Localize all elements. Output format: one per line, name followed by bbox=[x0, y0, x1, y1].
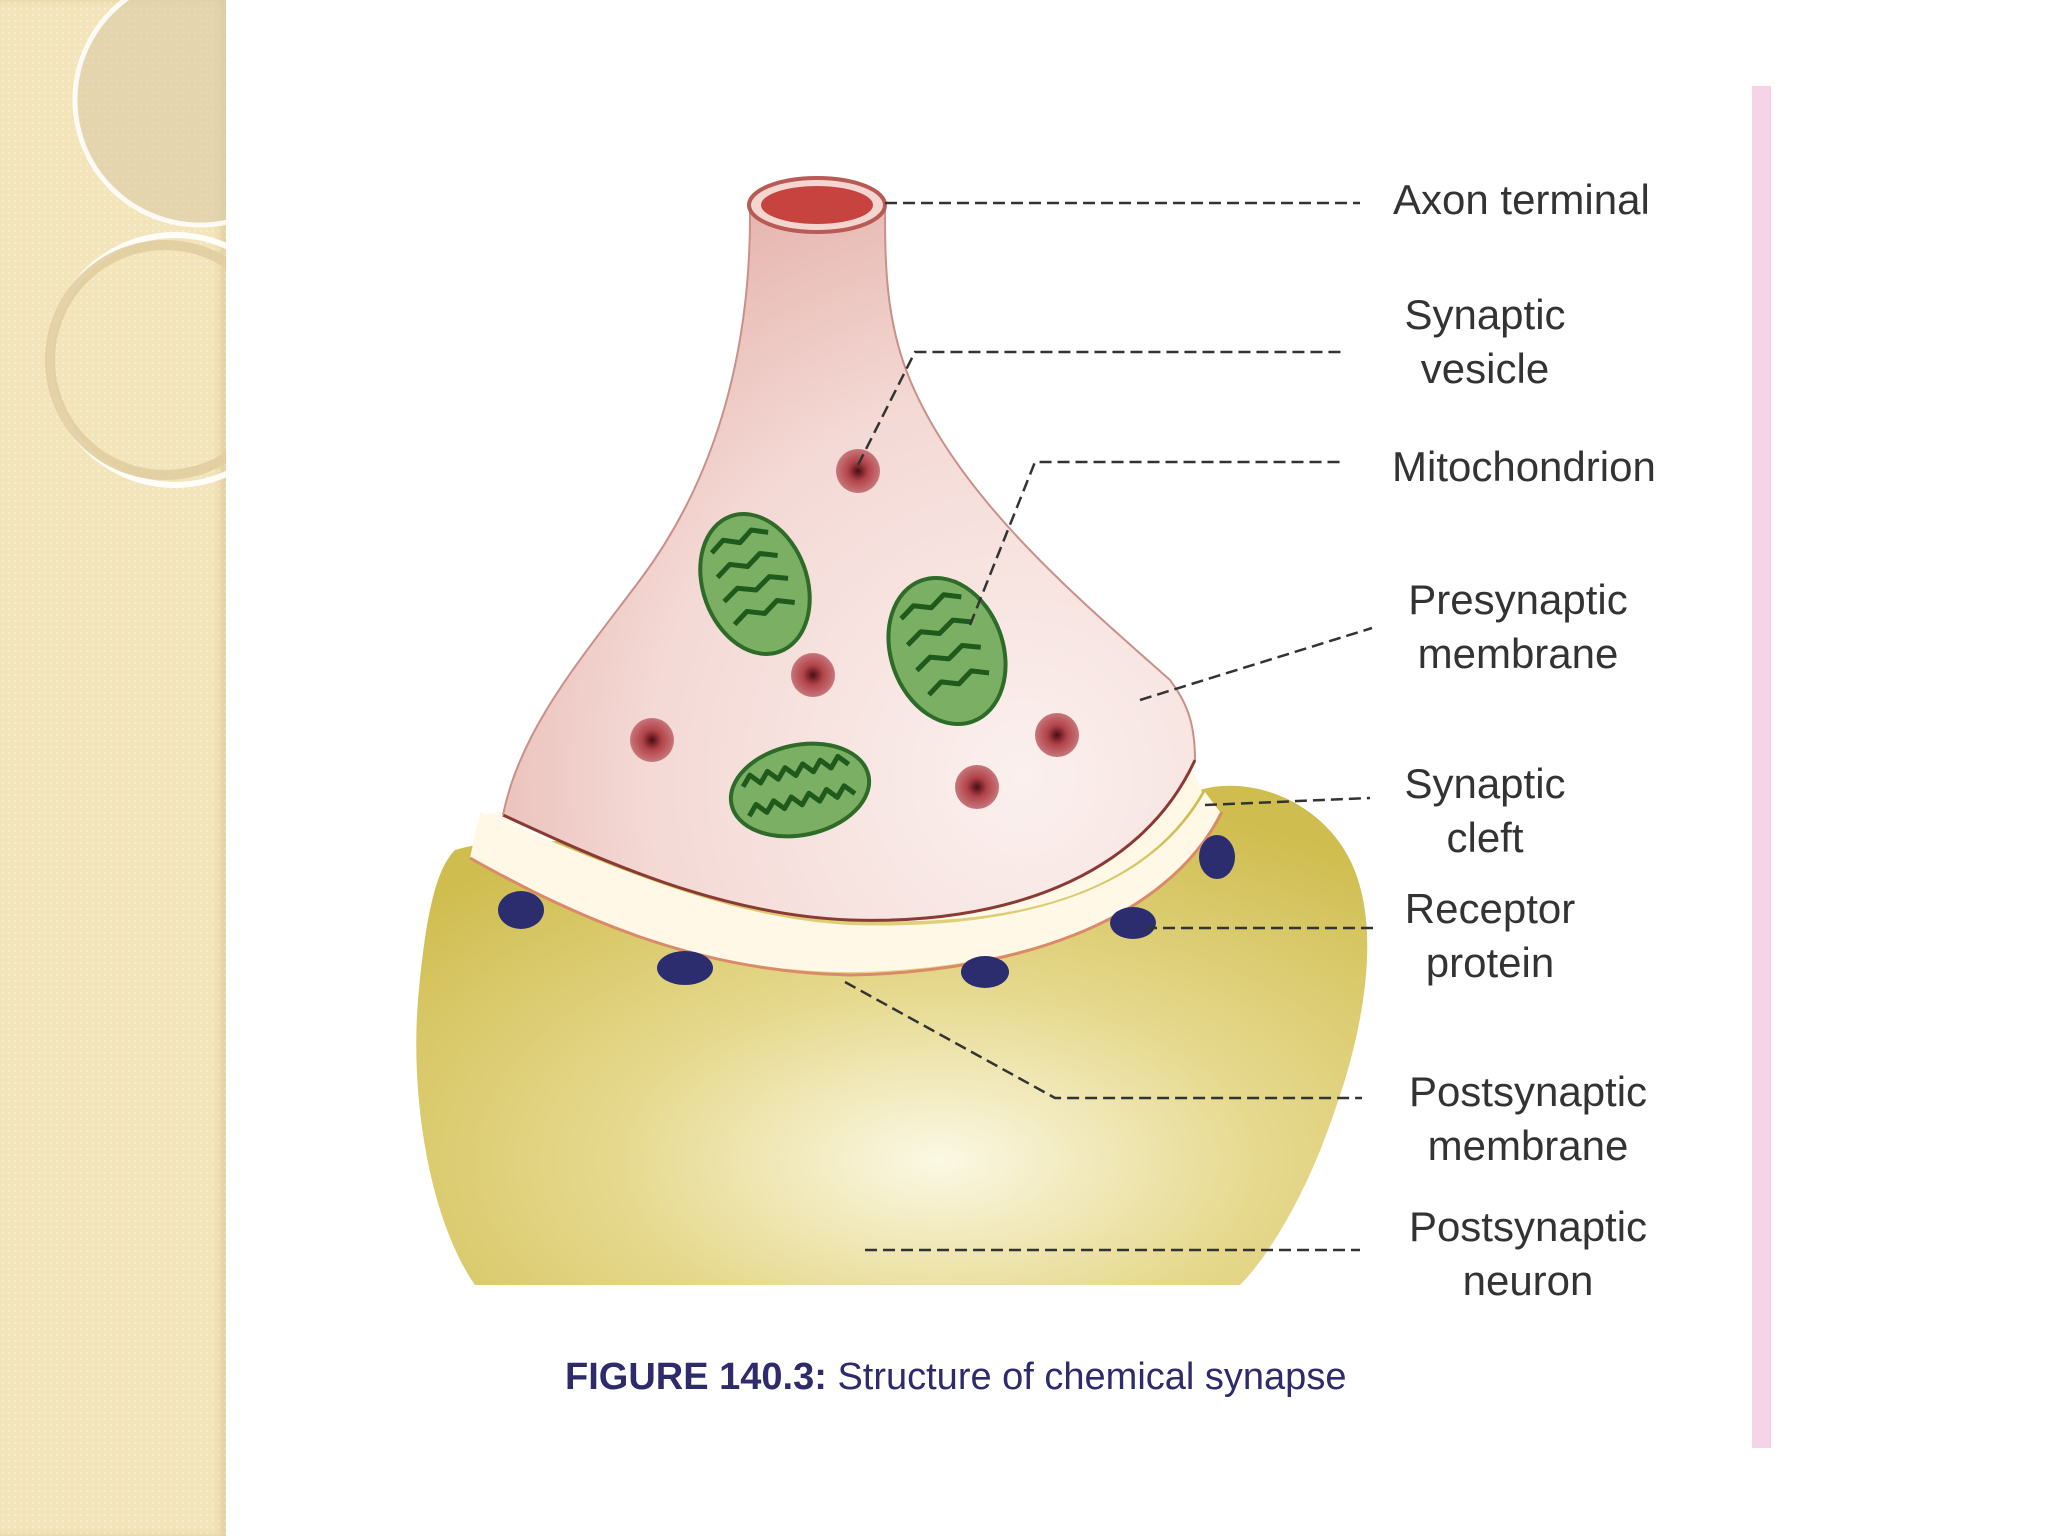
receptor-protein bbox=[1199, 835, 1235, 879]
postsynaptic-membrane bbox=[469, 811, 1224, 977]
label-postsynaptic-membrane: Postsynaptic membrane bbox=[1388, 1065, 1668, 1173]
figure-title: Structure of chemical synapse bbox=[837, 1356, 1347, 1398]
label-synaptic-vesicle-line2: vesicle bbox=[1420, 345, 1550, 392]
receptor-protein bbox=[498, 891, 544, 929]
leader-line-mitochondrion bbox=[968, 460, 1345, 626]
mitochondrion bbox=[728, 741, 872, 839]
label-postsynaptic-neuron: Postsynaptic neuron bbox=[1388, 1200, 1668, 1308]
mitochondrion bbox=[886, 575, 1008, 727]
label-mitochondrion-text: Mitochondrion bbox=[1392, 443, 1656, 490]
synaptic-vesicle bbox=[1035, 713, 1079, 757]
label-postsynaptic-neuron-line1: Postsynaptic bbox=[1408, 1203, 1648, 1250]
receptor-protein bbox=[657, 951, 713, 985]
synaptic-vesicle bbox=[630, 718, 674, 762]
synaptic-vesicle bbox=[955, 765, 999, 809]
mitochondrion bbox=[698, 512, 812, 656]
presynaptic-membrane bbox=[502, 759, 1197, 922]
decorative-circles bbox=[45, 0, 226, 488]
label-synaptic-vesicle-line1: Synaptic bbox=[1404, 291, 1566, 338]
leader-lines bbox=[844, 201, 1378, 1252]
figure-number: FIGURE 140.3: bbox=[565, 1356, 827, 1398]
label-presynaptic-membrane-line1: Presynaptic bbox=[1408, 576, 1628, 623]
figure-caption: FIGURE 140.3: Structure of chemical syna… bbox=[565, 1352, 1565, 1402]
label-postsynaptic-neuron-line2: neuron bbox=[1462, 1257, 1594, 1304]
label-synaptic-cleft-line2: cleft bbox=[1446, 814, 1524, 861]
label-presynaptic-membrane-line2: membrane bbox=[1417, 630, 1619, 677]
receptor-protein bbox=[961, 956, 1009, 988]
synaptic-vesicle bbox=[836, 449, 880, 493]
decorative-side-panel bbox=[0, 0, 226, 1536]
label-mitochondrion: Mitochondrion bbox=[1392, 440, 1656, 494]
slide-accent-bar bbox=[1752, 86, 1771, 1448]
label-receptor-protein: Receptor protein bbox=[1390, 882, 1590, 990]
label-receptor-protein-line2: protein bbox=[1425, 939, 1555, 986]
axon-outline-right bbox=[884, 204, 1196, 761]
axon-outline-left bbox=[502, 204, 752, 816]
synaptic-vesicle bbox=[791, 653, 835, 697]
label-synaptic-cleft: Synaptic cleft bbox=[1390, 757, 1580, 865]
leader-line-synaptic-cleft bbox=[1204, 796, 1371, 807]
label-receptor-protein-line1: Receptor bbox=[1404, 885, 1576, 932]
leader-line-postsynaptic-membrane bbox=[844, 980, 1362, 1100]
synaptic-cleft-fill bbox=[470, 792, 1220, 972]
label-synaptic-vesicle: Synaptic vesicle bbox=[1390, 288, 1580, 396]
leader-line-presynaptic-membrane bbox=[1139, 626, 1373, 702]
label-presynaptic-membrane: Presynaptic membrane bbox=[1388, 573, 1648, 681]
label-axon-terminal-text: Axon terminal bbox=[1393, 176, 1650, 223]
receptor-protein bbox=[1110, 907, 1156, 939]
label-postsynaptic-membrane-line1: Postsynaptic bbox=[1408, 1068, 1648, 1115]
presynaptic-terminal bbox=[503, 205, 1195, 921]
axon-terminal-lumen bbox=[761, 186, 873, 224]
label-axon-terminal: Axon terminal bbox=[1393, 173, 1650, 227]
label-synaptic-cleft-line1: Synaptic bbox=[1404, 760, 1566, 807]
leader-line-synaptic-vesicle bbox=[856, 350, 1345, 466]
label-postsynaptic-membrane-line2: membrane bbox=[1427, 1122, 1629, 1169]
